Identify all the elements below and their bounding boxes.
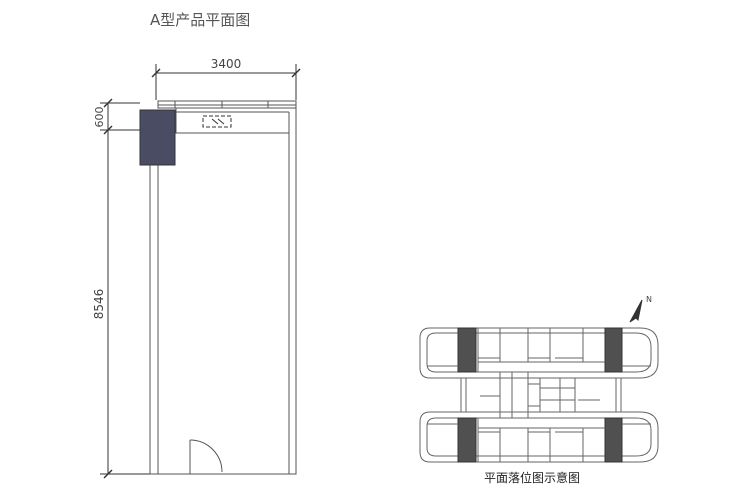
upper-dimension-label: 600 [93,107,106,128]
central-core [460,372,622,418]
structural-column [139,109,176,166]
unit-walls [149,108,297,475]
balcony-railing [157,100,297,109]
height-dimension-label: 8546 [92,289,106,320]
north-arrow-icon [629,299,643,323]
plan-title: A型产品平面图 [150,11,251,29]
key-plan-title: 平面落位图示意图 [484,471,581,485]
width-dimension [151,64,301,100]
key-plan [419,299,659,463]
north-label: N [646,295,652,304]
unit-plan [100,64,301,479]
height-dimension [100,98,150,479]
upper-wing [419,327,659,379]
width-dimension-label: 3400 [211,57,242,71]
lower-wing [419,411,659,463]
ac-unit-symbol [202,115,232,128]
entrance-door [189,439,223,475]
